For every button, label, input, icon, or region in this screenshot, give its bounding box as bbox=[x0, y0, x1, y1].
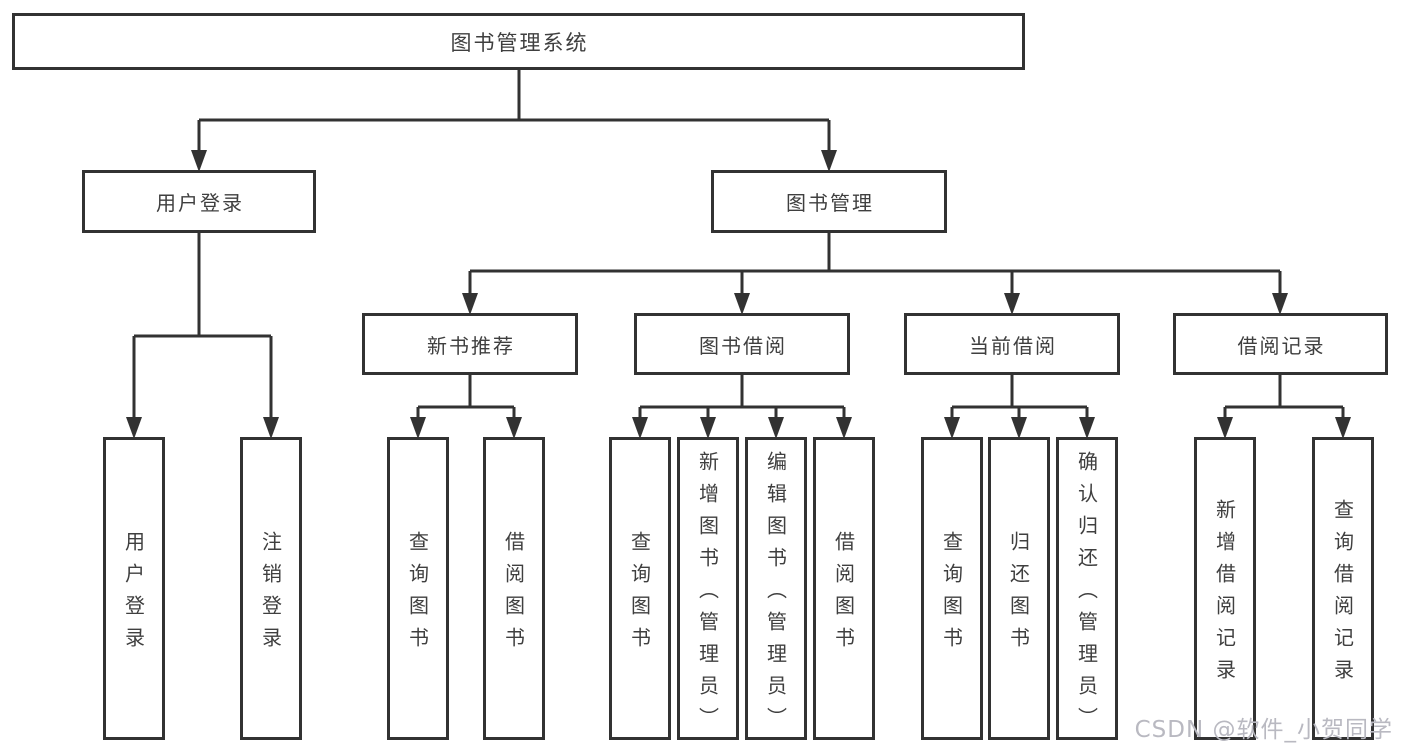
arrowhead bbox=[263, 417, 279, 439]
node-br-add-record: 新增借阅记录 bbox=[1194, 437, 1256, 740]
node-bb-query-book: 查询图书 bbox=[609, 437, 671, 740]
connector-new-book-to-children bbox=[410, 375, 522, 439]
node-root: 图书管理系统 bbox=[12, 13, 1025, 70]
node-nb-borrow-book: 借阅图书 bbox=[483, 437, 545, 740]
arrowhead bbox=[462, 293, 478, 315]
arrowhead bbox=[126, 417, 142, 439]
arrowhead bbox=[410, 417, 426, 439]
arrowhead bbox=[821, 150, 837, 172]
node-current-borrow: 当前借阅 bbox=[904, 313, 1120, 375]
node-borrow-record-label: 借阅记录 bbox=[1237, 333, 1326, 358]
node-current-borrow-label: 当前借阅 bbox=[969, 333, 1057, 358]
connector-user-login-to-children bbox=[126, 233, 279, 439]
arrowhead bbox=[768, 417, 784, 439]
watermark: CSDN @软件_小贺同学 bbox=[1134, 717, 1393, 743]
connector-root-to-level2 bbox=[191, 70, 837, 172]
node-login-action-label: 用户登录 bbox=[121, 530, 146, 659]
node-nb-query-book: 查询图书 bbox=[387, 437, 449, 740]
node-nb-query-book-label: 查询图书 bbox=[405, 530, 430, 659]
arrowhead bbox=[700, 417, 716, 439]
arrowhead bbox=[944, 417, 960, 439]
node-new-book: 新书推荐 bbox=[362, 313, 578, 375]
node-bb-add-book-label: 新增图书（管理员） bbox=[695, 450, 720, 739]
node-bb-edit-book: 编辑图书（管理员） bbox=[745, 437, 807, 740]
node-user-login: 用户登录 bbox=[82, 170, 316, 233]
arrowhead bbox=[632, 417, 648, 439]
connector-book-borrow-to-children bbox=[632, 375, 852, 439]
arrowhead bbox=[1272, 293, 1288, 315]
node-logout-action-label: 注销登录 bbox=[258, 530, 283, 659]
node-book-mgmt-label: 图书管理 bbox=[786, 191, 874, 215]
node-root-label: 图书管理系统 bbox=[450, 30, 589, 55]
node-br-query-record: 查询借阅记录 bbox=[1312, 437, 1374, 740]
arrowhead bbox=[1011, 417, 1027, 439]
arrowhead bbox=[1335, 417, 1351, 439]
connector-book-mgmt-to-level3 bbox=[462, 233, 1288, 315]
node-logout-action: 注销登录 bbox=[240, 437, 302, 740]
arrowhead bbox=[734, 293, 750, 315]
node-bb-edit-book-label: 编辑图书（管理员） bbox=[763, 450, 788, 739]
node-book-borrow: 图书借阅 bbox=[634, 313, 850, 375]
node-bb-add-book: 新增图书（管理员） bbox=[677, 437, 739, 740]
connector-borrow-record-to-children bbox=[1217, 375, 1351, 439]
arrowhead bbox=[1217, 417, 1233, 439]
node-borrow-record: 借阅记录 bbox=[1173, 313, 1388, 375]
node-nb-borrow-book-label: 借阅图书 bbox=[501, 530, 526, 659]
node-bb-query-book-label: 查询图书 bbox=[627, 530, 652, 659]
node-book-mgmt: 图书管理 bbox=[711, 170, 947, 233]
node-cb-return-book: 归还图书 bbox=[988, 437, 1050, 740]
node-cb-query-book: 查询图书 bbox=[921, 437, 983, 740]
node-br-query-record-label: 查询借阅记录 bbox=[1330, 498, 1355, 691]
arrowhead bbox=[1079, 417, 1095, 439]
node-bb-borrow-book-label: 借阅图书 bbox=[831, 530, 856, 659]
node-new-book-label: 新书推荐 bbox=[427, 333, 515, 358]
arrowhead bbox=[1004, 293, 1020, 315]
node-bb-borrow-book: 借阅图书 bbox=[813, 437, 875, 740]
node-cb-return-book-label: 归还图书 bbox=[1006, 530, 1031, 659]
node-cb-confirm-return-label: 确认归还（管理员） bbox=[1074, 450, 1099, 739]
arrowhead bbox=[191, 150, 207, 172]
node-user-login-label: 用户登录 bbox=[156, 191, 244, 215]
arrowhead bbox=[506, 417, 522, 439]
arrowhead bbox=[836, 417, 852, 439]
node-login-action: 用户登录 bbox=[103, 437, 165, 740]
connector-current-borrow-to-children bbox=[944, 375, 1095, 439]
node-cb-confirm-return: 确认归还（管理员） bbox=[1056, 437, 1118, 740]
node-br-add-record-label: 新增借阅记录 bbox=[1212, 498, 1237, 691]
node-cb-query-book-label: 查询图书 bbox=[939, 530, 964, 659]
node-book-borrow-label: 图书借阅 bbox=[699, 333, 787, 358]
